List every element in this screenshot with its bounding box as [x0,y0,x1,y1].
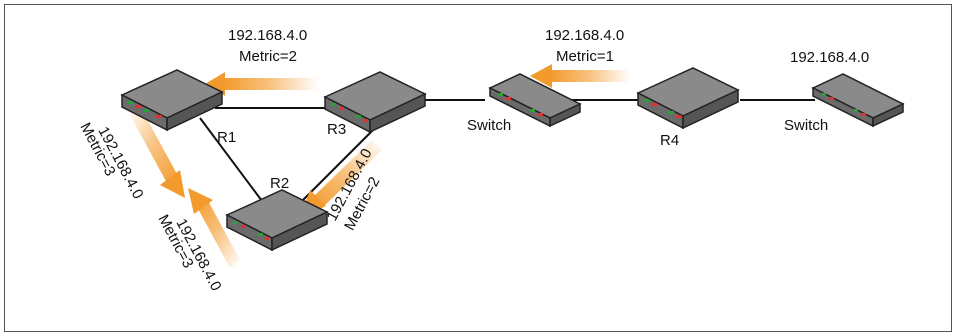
link-r1-r2 [199,117,266,206]
label-r1: R1 [217,129,236,146]
label-r3: R3 [327,121,346,138]
devices [120,67,905,252]
advert-arrow-r4-switch1 [530,64,630,88]
advert-label-metric-2: Metric=1 [556,48,614,65]
switch-1[interactable] [488,73,582,128]
router-r4[interactable] [636,67,740,130]
advert-label-metric-1: Metric=2 [239,48,297,65]
label-network: 192.168.4.0 [790,49,869,66]
node-labels: R1 R3 R2 R4 Switch Switch 192.168.4.0 [217,49,869,192]
label-switch-2: Switch [784,117,828,134]
router-r2[interactable] [225,189,329,252]
advert-arrow-r3-r1 [205,72,318,96]
router-r3[interactable] [323,71,427,134]
advertisement-arrows [130,64,630,268]
advert-label-network-2: 192.168.4.0 [545,27,624,44]
advert-label-network-1: 192.168.4.0 [228,27,307,44]
advert-arrow-r2-r1 [188,188,240,268]
advert-arrow-r1-r2 [130,106,185,198]
router-r1[interactable] [120,69,224,132]
label-r2: R2 [270,175,289,192]
label-switch-1: Switch [467,117,511,134]
link-r3-r2 [289,127,376,214]
label-r4: R4 [660,132,679,149]
switch-2[interactable] [811,73,905,128]
